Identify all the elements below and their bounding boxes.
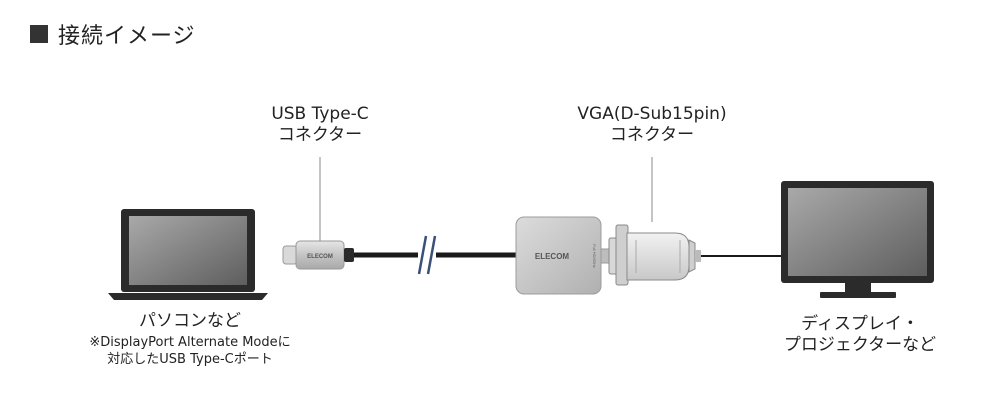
pc-label: パソコンなど ※DisplayPort Alternate Modeに 対応した… — [89, 311, 291, 367]
adapter-box: ELECOM Full HD/60Hz — [515, 216, 602, 295]
cable-break-mark — [426, 235, 437, 275]
vga-connector-label: VGA(D-Sub15pin) コネクター — [577, 104, 727, 146]
vga-connector-icon — [600, 224, 701, 286]
usb-c-connector-label: USB Type-C コネクター — [271, 104, 369, 146]
cable-break-mark — [417, 235, 428, 275]
adapter-brand: ELECOM — [535, 252, 570, 261]
adapter-side-text: Full HD/60Hz — [592, 244, 597, 268]
laptop-icon — [108, 209, 268, 300]
usb-c-plug: ELECOM — [282, 240, 354, 270]
heading-title: 接続イメージ — [58, 24, 196, 49]
heading-square-icon — [30, 25, 48, 43]
display-label: ディスプレイ・ プロジェクターなど — [783, 314, 937, 356]
usb-plug-brand: ELECOM — [307, 254, 333, 260]
monitor-icon — [781, 181, 934, 298]
section-heading: 接続イメージ — [30, 14, 196, 54]
cable — [354, 234, 518, 276]
